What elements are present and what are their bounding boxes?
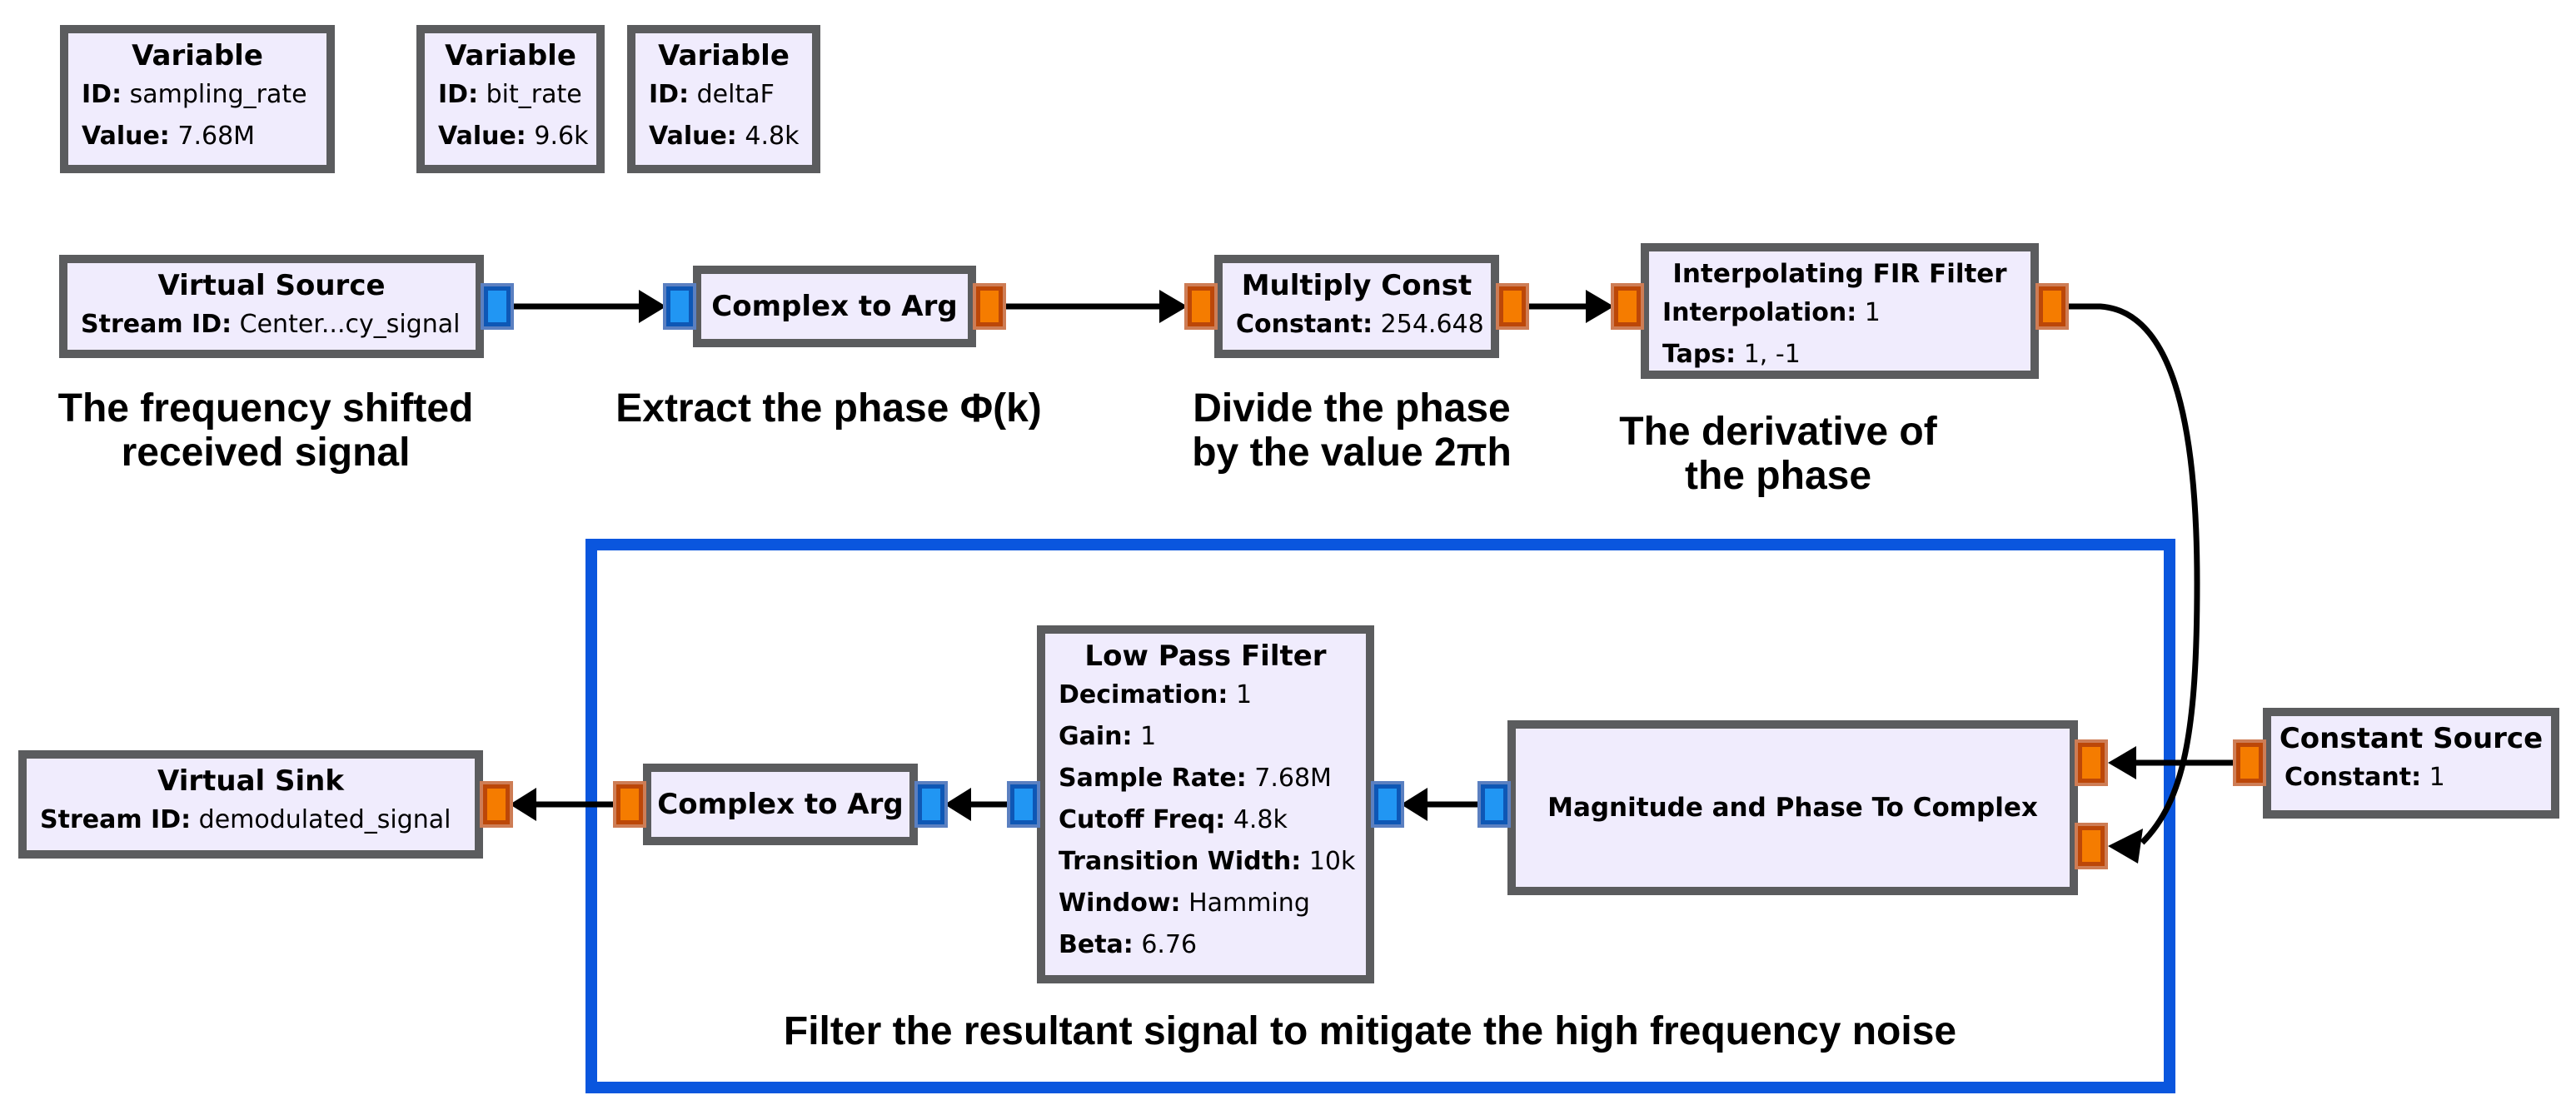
caption-frequency-shifted: The frequency shifted received signal	[57, 386, 474, 475]
block-low-pass-filter[interactable]: Low Pass Filter Decimation: 1 Gain: 1 Sa…	[1037, 625, 1374, 983]
block-title: Complex to Arg	[657, 788, 904, 821]
low-pass-filter-input-port[interactable]	[1374, 784, 1401, 824]
block-complex-to-arg-1[interactable]: Complex to Arg	[693, 266, 976, 347]
param-transition-width: Transition Width: 10k	[1059, 847, 1356, 876]
block-virtual-source[interactable]: Virtual Source Stream ID: Center...cy_si…	[59, 255, 484, 358]
block-complex-to-arg-2[interactable]: Complex to Arg	[643, 764, 918, 845]
multiply-const-input-port[interactable]	[1188, 286, 1214, 326]
wire-mag-phase-to-low-pass-filter[interactable]	[1401, 788, 1481, 821]
block-variable-sampling-rate[interactable]: Variable ID: sampling_rate Value: 7.68M	[60, 25, 335, 173]
block-title: Variable	[445, 39, 576, 72]
wire-complex-to-arg-1-to-multiply-const[interactable]	[1003, 290, 1188, 323]
param-cutoff-freq: Cutoff Freq: 4.8k	[1059, 805, 1288, 834]
block-variable-deltaF[interactable]: Variable ID: deltaF Value: 4.8k	[627, 25, 820, 173]
param-window: Window: Hamming	[1059, 889, 1310, 918]
block-virtual-sink[interactable]: Virtual Sink Stream ID: demodulated_sign…	[18, 750, 483, 859]
wire-constant-source-to-mag-phase-in1[interactable]	[2108, 746, 2236, 779]
block-title: Interpolating FIR Filter	[1672, 259, 2007, 289]
param-stream-id: Stream ID: demodulated_signal	[40, 805, 451, 834]
param-interpolation: Interpolation: 1	[1662, 298, 1881, 327]
multiply-const-output-port[interactable]	[1499, 286, 1526, 326]
block-variable-bit-rate[interactable]: Variable ID: bit_rate Value: 9.6k	[416, 25, 605, 173]
param-sample-rate: Sample Rate: 7.68M	[1059, 764, 1332, 793]
param-taps: Taps: 1, -1	[1662, 340, 1801, 369]
param-stream-id: Stream ID: Center...cy_signal	[81, 310, 461, 339]
block-title: Variable	[658, 39, 790, 72]
block-title: Virtual Source	[157, 269, 386, 302]
block-title: Magnitude and Phase To Complex	[1547, 793, 2038, 823]
wire-low-pass-filter-to-complex-to-arg-2[interactable]	[944, 788, 1010, 821]
wire-multiply-const-to-interpolating-fir-filter[interactable]	[1526, 290, 1614, 323]
interpolating-fir-filter-input-port[interactable]	[1614, 286, 1641, 326]
caption-derivative: The derivative of the phase	[1619, 410, 1937, 498]
constant-source-output-port[interactable]	[2236, 743, 2263, 783]
param-decimation: Decimation: 1	[1059, 680, 1253, 709]
virtual-sink-input-port[interactable]	[483, 784, 510, 824]
block-title: Variable	[132, 39, 263, 72]
virtual-source-output-port[interactable]	[484, 286, 511, 326]
block-title: Constant Source	[2279, 722, 2544, 755]
mag-phase-output-port[interactable]	[1481, 784, 1507, 824]
block-magnitude-and-phase-to-complex[interactable]: Magnitude and Phase To Complex	[1507, 720, 2078, 895]
param-value: Value: 9.6k	[438, 122, 589, 151]
low-pass-filter-output-port[interactable]	[1010, 784, 1037, 824]
param-gain: Gain: 1	[1059, 722, 1157, 751]
complex-to-arg-1-input-port[interactable]	[666, 286, 693, 326]
param-id: ID: bit_rate	[438, 80, 582, 109]
block-constant-source[interactable]: Constant Source Constant: 1	[2263, 708, 2559, 819]
param-id: ID: deltaF	[649, 80, 775, 109]
complex-to-arg-2-input-port[interactable]	[918, 784, 944, 824]
complex-to-arg-1-output-port[interactable]	[976, 286, 1003, 326]
wire-interpolating-fir-filter-to-mag-phase-in2[interactable]	[2065, 303, 2200, 864]
param-value: Value: 4.8k	[649, 122, 800, 151]
block-multiply-const[interactable]: Multiply Const Constant: 254.648	[1214, 255, 1499, 358]
block-title: Virtual Sink	[157, 764, 344, 798]
caption-extract-phase: Extract the phase Φ(k)	[615, 386, 1042, 431]
mag-phase-input-port-1[interactable]	[2078, 743, 2105, 783]
param-constant: Constant: 254.648	[1236, 310, 1484, 339]
param-beta: Beta: 6.76	[1059, 930, 1198, 959]
wire-complex-to-arg-2-to-virtual-sink[interactable]	[510, 788, 616, 821]
filter-section-annotation-box	[585, 539, 2175, 1093]
param-id: ID: sampling_rate	[82, 80, 307, 109]
interpolating-fir-filter-output-port[interactable]	[2039, 286, 2065, 326]
block-title: Complex to Arg	[711, 290, 958, 323]
block-title: Low Pass Filter	[1084, 640, 1327, 673]
block-title: Multiply Const	[1241, 269, 1472, 302]
block-interpolating-fir-filter[interactable]: Interpolating FIR Filter Interpolation: …	[1641, 243, 2039, 379]
complex-to-arg-2-output-port[interactable]	[616, 784, 643, 824]
caption-filter-noise: Filter the resultant signal to mitigate …	[783, 1009, 1957, 1053]
caption-divide-phase: Divide the phase by the value 2πh	[1192, 386, 1512, 475]
param-constant: Constant: 1	[2285, 763, 2445, 792]
wire-virtual-source-to-complex-to-arg-1[interactable]	[511, 290, 666, 323]
mag-phase-input-port-2[interactable]	[2078, 826, 2105, 866]
param-value: Value: 7.68M	[82, 122, 256, 151]
